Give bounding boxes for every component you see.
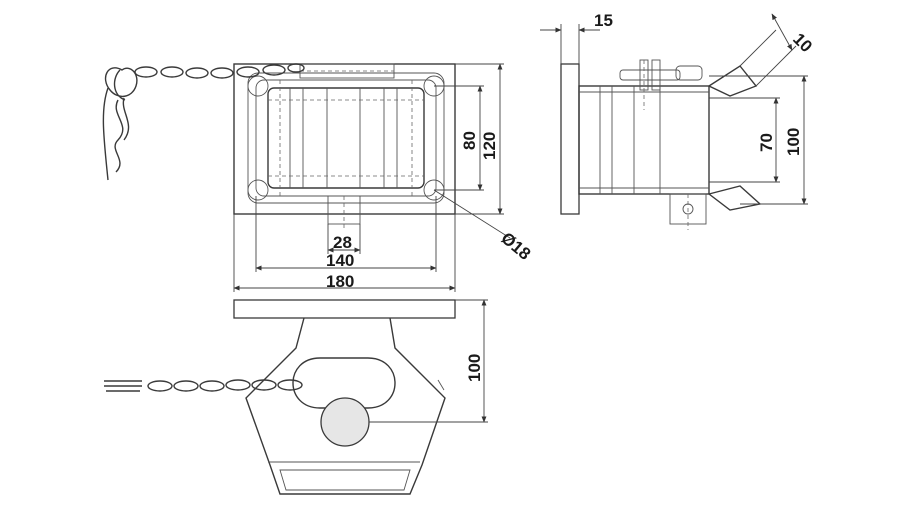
chain-link — [277, 379, 303, 391]
mount-hole — [247, 179, 269, 201]
side-plate — [560, 63, 580, 215]
chain-link — [251, 379, 277, 391]
body-base — [279, 469, 411, 491]
front-view — [233, 63, 456, 230]
top-plate — [233, 299, 456, 319]
side-dimensions — [540, 13, 808, 205]
front-opening — [267, 87, 425, 189]
chain-link — [210, 67, 234, 79]
top-body-outline — [245, 317, 446, 495]
dim-70: 70 — [757, 133, 776, 152]
chain-link — [199, 380, 225, 392]
chain-front — [102, 63, 305, 181]
pin-ring-inner — [113, 69, 126, 101]
dim-100-side: 100 — [784, 128, 803, 156]
dim-28: 28 — [333, 233, 352, 252]
dim-15: 15 — [594, 11, 613, 30]
spring-pin-wave2 — [122, 97, 130, 141]
dim-120: 120 — [480, 132, 499, 160]
pin-ring — [104, 67, 138, 97]
chain-link — [287, 63, 305, 73]
chain-link — [185, 67, 209, 79]
chain-link — [160, 66, 184, 78]
chain-link — [225, 379, 251, 391]
chain-link — [147, 380, 173, 392]
spring-pin — [102, 87, 109, 181]
front-dimensions — [233, 63, 511, 292]
front-housing-inner — [255, 79, 437, 197]
pin-head — [675, 65, 703, 81]
coupling-slot — [292, 357, 396, 409]
chain-link — [173, 380, 199, 392]
pin-bottom — [104, 380, 142, 392]
side-body — [578, 85, 710, 195]
side-view — [560, 59, 762, 230]
chain-link — [236, 66, 260, 78]
chain-link — [134, 66, 158, 78]
top-pin — [619, 69, 681, 81]
pin-post — [651, 59, 661, 91]
coupling-ball — [320, 397, 370, 447]
front-housing — [247, 72, 445, 204]
dim-80: 80 — [460, 131, 479, 150]
dim-10: 10 — [789, 29, 816, 56]
mount-hole — [247, 75, 269, 97]
chain-link — [262, 64, 286, 76]
arm-top — [707, 65, 758, 97]
dim-140: 140 — [326, 251, 354, 270]
spring-pin-wave — [114, 99, 124, 173]
dim-100-bottom: 100 — [465, 354, 484, 382]
top-view — [104, 299, 488, 495]
front-plate-outline — [233, 63, 456, 215]
dim-180: 180 — [326, 272, 354, 291]
arm-bottom — [707, 185, 762, 211]
